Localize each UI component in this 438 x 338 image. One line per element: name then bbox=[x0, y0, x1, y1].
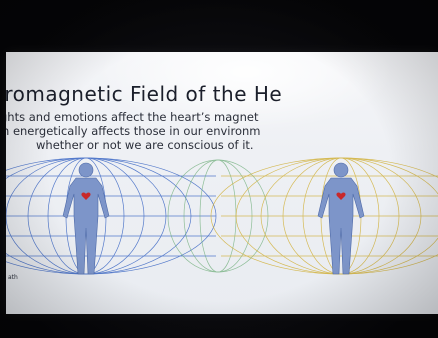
subtitle-line-1: ghts and emotions affect the heart’s mag… bbox=[6, 110, 438, 124]
heart-field-illustration bbox=[6, 156, 438, 276]
slide-subtitle: ghts and emotions affect the heart’s mag… bbox=[6, 110, 438, 152]
projection-screen: tromagnetic Field of the He ghts and emo… bbox=[6, 52, 438, 314]
slide-title: tromagnetic Field of the He bbox=[6, 82, 438, 106]
left-human-figure bbox=[63, 163, 109, 274]
subtitle-line-2: n energetically affects those in our env… bbox=[6, 124, 438, 138]
subtitle-line-3: whether or not we are conscious of it. bbox=[6, 138, 438, 152]
left-field-lines bbox=[6, 158, 216, 274]
right-human-figure bbox=[318, 163, 364, 274]
slide-credit: ath bbox=[8, 274, 18, 281]
right-field-lines bbox=[211, 158, 438, 274]
